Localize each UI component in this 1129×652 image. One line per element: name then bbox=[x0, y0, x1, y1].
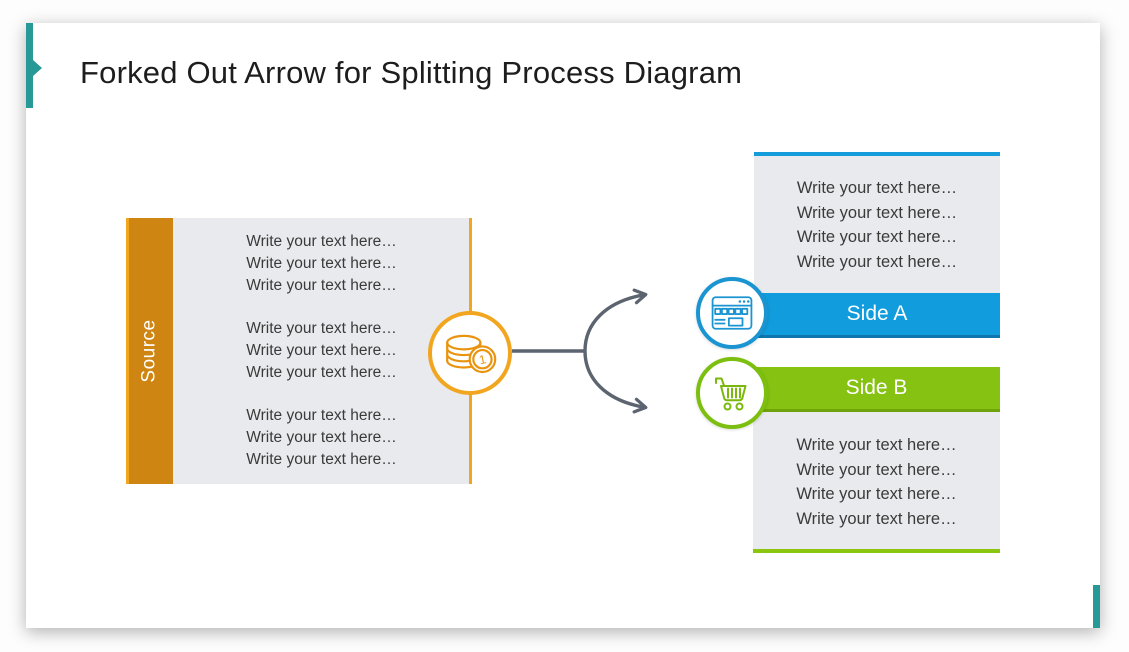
placeholder-text: Write your text here… bbox=[796, 509, 957, 528]
placeholder-text: Write your text here… bbox=[796, 460, 957, 479]
side-a-title-band: Side A bbox=[754, 293, 1000, 338]
source-box-side-bar bbox=[126, 218, 173, 484]
side-a-box: Write your text here… Write your text he… bbox=[754, 152, 1000, 338]
chevron-right-icon bbox=[33, 60, 42, 76]
slide-title: Forked Out Arrow for Splitting Process D… bbox=[80, 55, 743, 90]
browser-window-icon bbox=[711, 296, 753, 330]
side-b-icon-circle bbox=[696, 357, 768, 429]
side-b-content: Write your text here… Write your text he… bbox=[753, 412, 1000, 549]
placeholder-text: Write your text here… bbox=[246, 407, 397, 424]
placeholder-text: Write your text here… bbox=[796, 228, 958, 246]
placeholder-text: Write your text here… bbox=[246, 233, 397, 250]
side-b-accent-line bbox=[753, 549, 1000, 553]
slide-accent-bar-right bbox=[1093, 585, 1100, 628]
placeholder-text: Write your text here… bbox=[246, 429, 397, 446]
svg-text:1: 1 bbox=[478, 352, 488, 367]
placeholder-text: Write your text here… bbox=[246, 255, 397, 272]
placeholder-text: Write your text here… bbox=[796, 252, 958, 271]
slide: Forked Out Arrow for Splitting Process D… bbox=[26, 23, 1100, 628]
placeholder-text: Write your text here… bbox=[796, 485, 957, 503]
fork-arrow-up bbox=[583, 288, 648, 352]
side-a-content: Write your text here… Write your text he… bbox=[754, 156, 1000, 293]
placeholder-text: Write your text here… bbox=[246, 451, 397, 468]
side-b-label: Side B bbox=[845, 376, 908, 399]
placeholder-text: Write your text here… bbox=[246, 320, 397, 337]
side-b-box: Side B Write your text here… Write your … bbox=[753, 367, 1000, 553]
coins-icon: 1 bbox=[446, 334, 497, 374]
source-box-label: Source bbox=[138, 319, 160, 383]
source-box-content: Write your text here… Write your text he… bbox=[173, 218, 470, 484]
source-box: Source Write your text here… Write your … bbox=[126, 218, 470, 484]
fork-arrows bbox=[512, 288, 648, 414]
source-node-circle: 1 bbox=[428, 311, 512, 395]
source-text-group: Write your text here… Write your text he… bbox=[246, 405, 396, 471]
slide-accent-bar-left bbox=[26, 23, 33, 108]
source-text-group: Write your text here… Write your text he… bbox=[246, 318, 396, 384]
source-text-group: Write your text here… Write your text he… bbox=[246, 231, 396, 297]
placeholder-text: Write your text here… bbox=[246, 342, 397, 359]
source-box-label-wrap: Source bbox=[126, 218, 173, 484]
side-a-accent-line bbox=[754, 152, 1000, 156]
placeholder-text: Write your text here… bbox=[796, 436, 957, 454]
side-a-label: Side A bbox=[846, 302, 908, 325]
fork-arrow-down bbox=[583, 350, 648, 414]
shopping-cart-icon bbox=[715, 377, 747, 411]
side-b-title-band: Side B bbox=[753, 367, 1000, 412]
placeholder-text: Write your text here… bbox=[246, 277, 397, 294]
placeholder-text: Write your text here… bbox=[246, 364, 397, 381]
placeholder-text: Write your text here… bbox=[796, 203, 958, 222]
placeholder-text: Write your text here… bbox=[796, 179, 958, 197]
side-a-icon-circle bbox=[696, 277, 768, 349]
